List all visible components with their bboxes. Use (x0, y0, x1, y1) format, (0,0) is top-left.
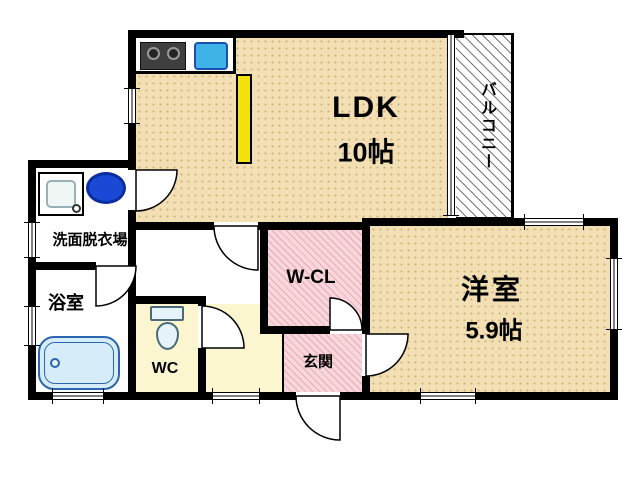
wall (36, 262, 96, 270)
washing-machine-icon (46, 180, 76, 208)
window (606, 258, 622, 330)
sliding-glass-door (443, 34, 459, 216)
label-wc: WC (151, 360, 179, 377)
bath-drain-icon (50, 358, 60, 368)
wall (362, 218, 618, 226)
toilet-bowl-icon (156, 322, 179, 350)
label-ldk-size: 10帖 (337, 137, 395, 168)
entrance-step-line (282, 334, 284, 392)
window (124, 88, 140, 124)
balcony-deck (456, 33, 514, 220)
toilet-tank-icon (150, 306, 184, 321)
stove-burner-icon (147, 47, 160, 60)
stove-burner-icon (167, 47, 180, 60)
label-western-size: 5.9帖 (465, 317, 523, 345)
corridor-floor (136, 230, 260, 304)
room-western-floor (370, 226, 610, 392)
wall (340, 392, 618, 400)
window (524, 214, 584, 230)
wall (198, 348, 206, 400)
bathtub-inner-line (44, 342, 114, 384)
label-bath: 浴室 (48, 293, 84, 313)
wall (258, 222, 370, 230)
window (24, 222, 40, 258)
door-arc-entrance (295, 395, 341, 441)
wall (128, 30, 464, 38)
label-balcony: バルコニー (478, 81, 495, 171)
wall (128, 296, 206, 304)
label-washroom: 洗面脱衣場 (52, 231, 128, 249)
wall (198, 296, 206, 306)
wall (128, 210, 136, 400)
window (52, 388, 104, 404)
wall (28, 392, 296, 400)
wall (28, 160, 36, 400)
counter-partition (236, 74, 252, 164)
wall (128, 222, 214, 230)
kitchen-sink-icon (194, 42, 228, 70)
label-western: 洋室 (460, 274, 524, 305)
wall (28, 160, 136, 168)
label-entrance: 玄関 (302, 353, 334, 371)
wall (362, 218, 370, 334)
wall (362, 376, 370, 400)
vanity-sink-icon (86, 172, 126, 204)
label-ldk: LDK (332, 91, 400, 124)
wall (260, 326, 330, 334)
wall (260, 222, 268, 332)
label-wcl: W-CL (286, 267, 336, 288)
room-entrance-floor (284, 334, 362, 392)
window (212, 388, 260, 404)
wall (128, 160, 136, 170)
window (420, 388, 476, 404)
drain-icon (72, 204, 81, 213)
window (24, 306, 40, 346)
room-wcl-floor (268, 230, 362, 326)
